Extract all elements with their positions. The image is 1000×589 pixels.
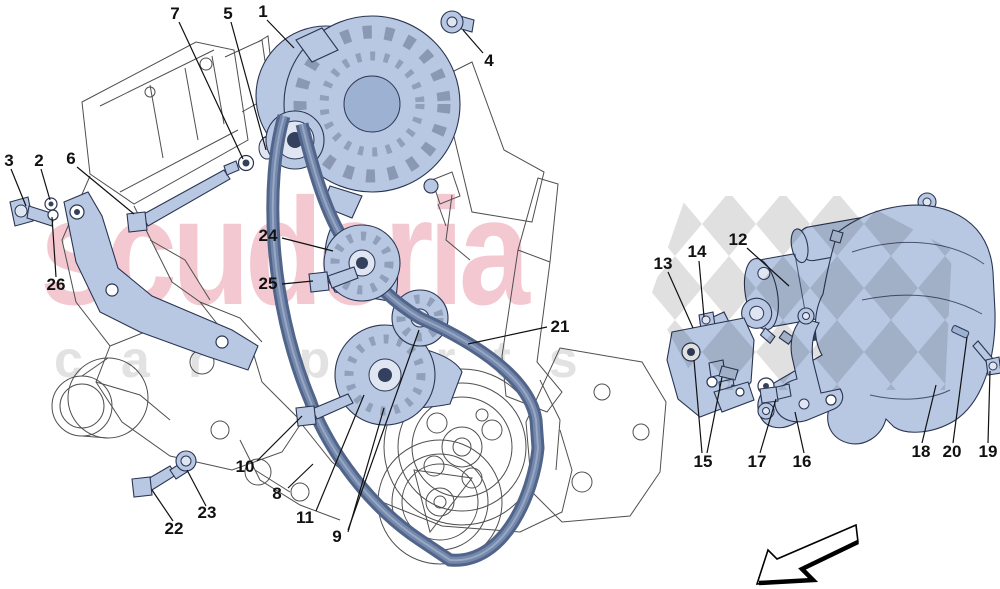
callout-26: 26 [46, 275, 66, 294]
callout-16: 16 [792, 452, 812, 471]
callout-2: 2 [34, 151, 44, 170]
callout-9: 9 [332, 527, 342, 546]
callout-1: 1 [258, 2, 268, 21]
callout-17: 17 [747, 452, 767, 471]
callout-25: 25 [258, 274, 278, 293]
callout-15: 15 [693, 452, 713, 471]
bolt-6 [126, 160, 240, 233]
leader-lines [10, 19, 991, 533]
alternator-bracket [63, 191, 259, 371]
callout-14: 14 [687, 242, 707, 261]
callout-3: 3 [4, 151, 14, 170]
bolt-3 [9, 196, 55, 227]
callout-24: 24 [258, 226, 278, 245]
callout-12: 12 [728, 230, 748, 249]
checkered-flag-icon [650, 196, 952, 390]
washer-2 [44, 197, 59, 221]
spacer-23 [169, 450, 197, 480]
callout-5: 5 [223, 4, 233, 23]
callout-19: 19 [978, 442, 998, 461]
bolt-19 [972, 340, 1000, 376]
bolt-22 [131, 465, 177, 498]
callout-7: 7 [170, 4, 180, 23]
callout-4: 4 [484, 51, 494, 70]
direction-arrow-icon [755, 523, 859, 586]
callout-22: 22 [164, 519, 184, 538]
engine-line-art [51, 35, 667, 565]
callout-6: 6 [66, 149, 76, 168]
tensioner-pulley-24 [308, 224, 401, 302]
callout-10: 10 [235, 457, 255, 476]
callout-11: 11 [296, 508, 314, 527]
washer-7 [237, 154, 255, 172]
callout-21: 21 [550, 317, 570, 336]
bolt-4 [440, 10, 475, 34]
callout-20: 20 [942, 442, 962, 461]
callout-8: 8 [272, 484, 282, 503]
callout-18: 18 [911, 442, 931, 461]
callout-23: 23 [197, 503, 217, 522]
callout-13: 13 [653, 254, 673, 273]
